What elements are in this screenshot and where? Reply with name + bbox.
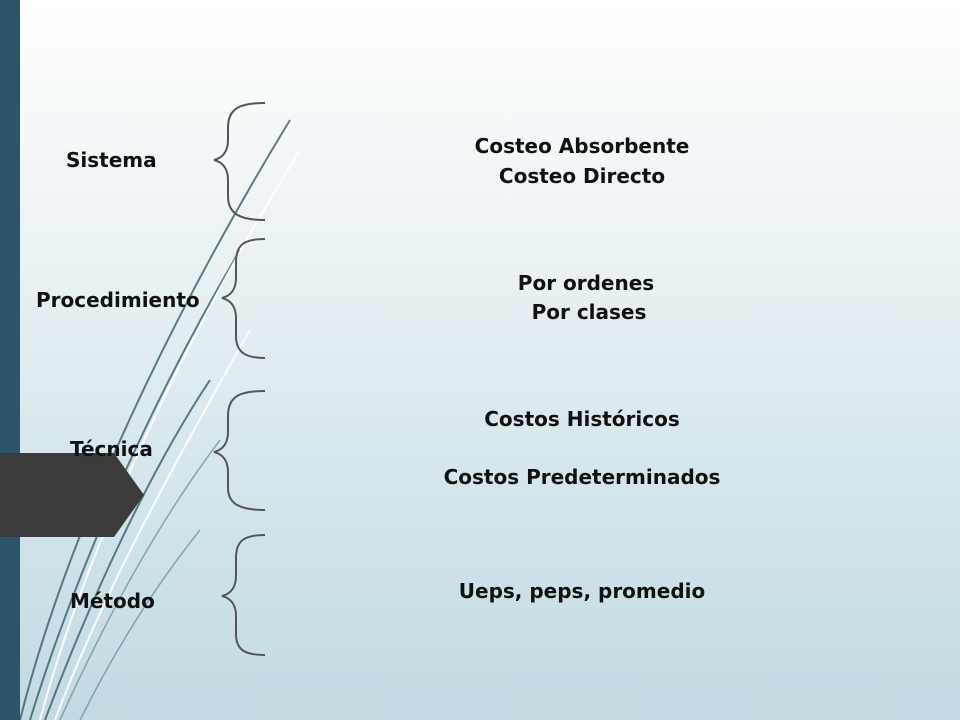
brace-tecnica bbox=[213, 390, 266, 511]
value-costeo-directo: Costeo Directo bbox=[498, 164, 666, 188]
term-sistema: Sistema bbox=[66, 148, 157, 172]
value-ueps-peps-promedio: Ueps, peps, promedio bbox=[458, 579, 706, 603]
value-costeo-absorbente: Costeo Absorbente bbox=[474, 134, 690, 158]
term-procedimiento: Procedimiento bbox=[36, 288, 200, 312]
left-accent-band bbox=[0, 0, 20, 720]
brace-procedimiento bbox=[221, 238, 266, 359]
value-costos-historicos: Costos Históricos bbox=[484, 407, 680, 431]
term-metodo: Método bbox=[70, 589, 155, 613]
brace-sistema bbox=[213, 102, 266, 221]
value-costos-predeterminados: Costos Predeterminados bbox=[443, 465, 721, 489]
arrow-pointer-shape bbox=[0, 453, 144, 537]
brace-metodo bbox=[221, 534, 266, 656]
value-por-ordenes: Por ordenes bbox=[517, 271, 655, 295]
value-por-clases: Por clases bbox=[531, 300, 647, 324]
term-tecnica: Técnica bbox=[70, 437, 153, 461]
